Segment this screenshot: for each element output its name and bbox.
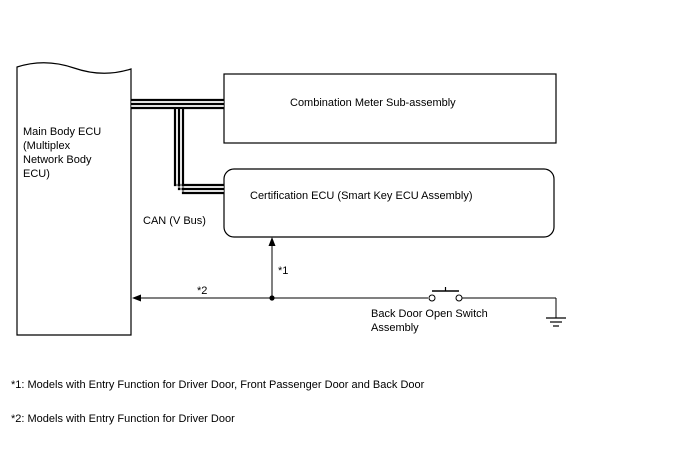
footnote-1: *1: Models with Entry Function for Drive… <box>11 379 425 391</box>
marker-2: *2 <box>197 285 208 297</box>
junction-dot <box>269 295 275 301</box>
ground-symbol <box>546 317 566 327</box>
meter-label: Combination Meter Sub-assembly <box>290 97 456 109</box>
can-bus-wires <box>131 98 224 195</box>
arrow-to-certification-ecu <box>268 237 276 246</box>
marker-1: *1 <box>278 265 289 277</box>
main-ecu-label: Main Body ECU (Multiplex Network Body EC… <box>23 126 102 180</box>
switch-label: Back Door Open Switch Assembly <box>371 308 488 334</box>
arrow-to-main-ecu <box>132 294 141 302</box>
switch-contact-left <box>428 294 436 302</box>
main-ecu-box <box>16 62 132 336</box>
certification-ecu-label: Certification ECU (Smart Key ECU Assembl… <box>250 190 473 202</box>
certification-ecu-box <box>223 168 555 238</box>
footnote-2: *2: Models with Entry Function for Drive… <box>11 413 235 425</box>
switch-contact-right <box>455 294 463 302</box>
can-bus-label: CAN (V Bus) <box>143 215 206 227</box>
meter-box <box>223 73 557 144</box>
